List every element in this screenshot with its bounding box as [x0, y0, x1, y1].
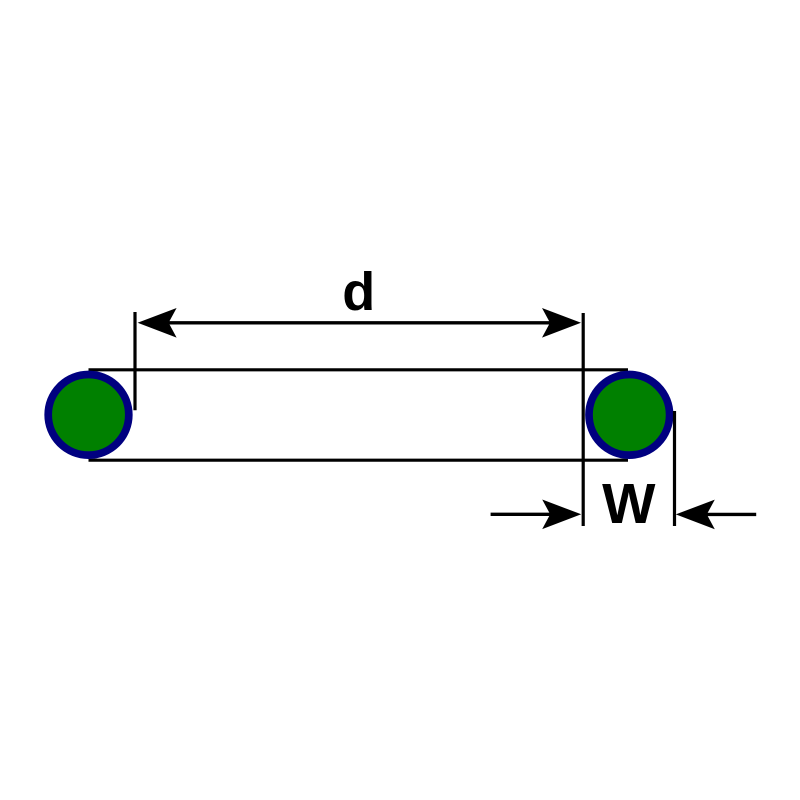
svg-text:W: W — [602, 472, 656, 535]
svg-text:d: d — [342, 262, 375, 322]
